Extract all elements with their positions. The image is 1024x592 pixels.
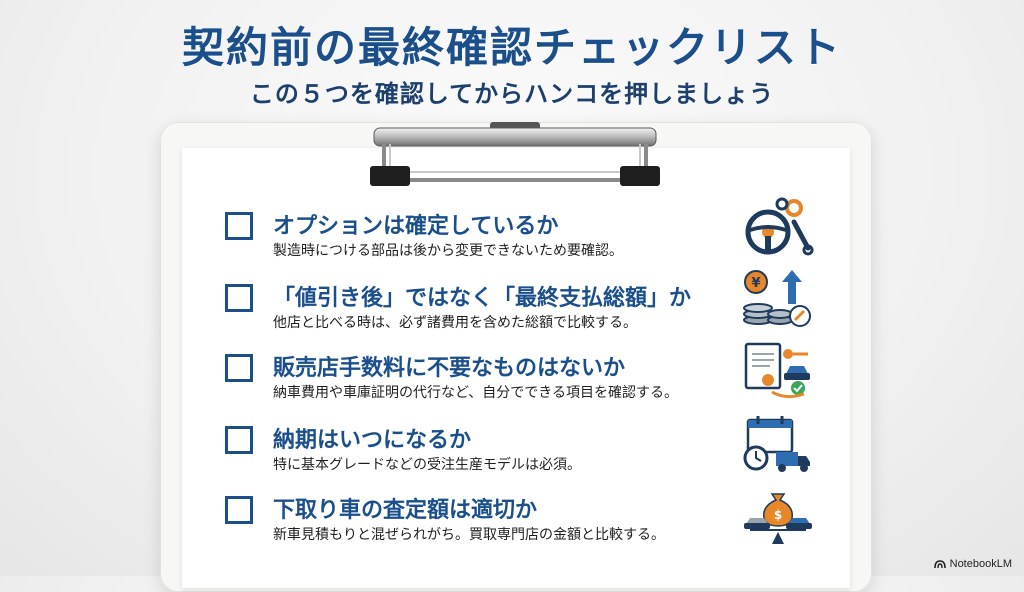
item-title: 販売店手数料に不要なものはないか <box>273 356 626 381</box>
svg-text:¥: ¥ <box>751 276 760 291</box>
checkbox[interactable] <box>225 284 253 312</box>
calendar-clock-truck-icon <box>743 416 810 472</box>
item-title: 下取り車の査定額は適切か <box>273 498 538 523</box>
item-description: 新車見積もりと混ぜられがち。買取専門店の金額と比較する。 <box>273 527 665 543</box>
checkbox[interactable] <box>225 354 253 382</box>
item-description: 特に基本グレードなどの受注生産モデルは必須。 <box>273 457 581 473</box>
checkbox[interactable] <box>225 212 253 240</box>
checklist-paper <box>182 148 850 588</box>
document-stamp-car-icon <box>744 342 810 399</box>
checklist-item: 販売店手数料に不要なものはないか 納車費用や車庫証明の代行など、自分でできる項目… <box>225 354 825 410</box>
page-title: 契約前の最終確認チェックリスト <box>181 23 842 72</box>
steering-wheel-gear-wrench-icon <box>745 197 814 256</box>
svg-text:$: $ <box>774 508 782 522</box>
checklist-item: 「値引き後」ではなく「最終支払総額」か 他店と比べる時は、必ず諸費用を含めた総額… <box>225 284 825 340</box>
item-description: 納車費用や車庫証明の代行など、自分でできる項目を確認する。 <box>273 385 679 401</box>
brand-watermark: NotebookLM <box>933 558 1012 570</box>
checklist-item: 下取り車の査定額は適切か 新車見積もりと混ぜられがち。買取専門店の金額と比較する… <box>225 496 825 552</box>
checklist-item: 納期はいつになるか 特に基本グレードなどの受注生産モデルは必須。 <box>225 426 825 482</box>
checkbox[interactable] <box>225 496 253 524</box>
money-bag-scale-cars-icon: $ <box>744 493 812 544</box>
notebooklm-logo-icon <box>933 559 946 568</box>
page-subtitle: この５つを確認してからハンコを押しましょう <box>249 80 775 108</box>
item-description: 製造時につける部品は後から変更できないため要確認。 <box>273 243 623 259</box>
item-title: 「値引き後」ではなく「最終支払総額」か <box>273 286 692 311</box>
clipboard-clip-icon <box>370 122 660 186</box>
checkbox[interactable] <box>225 426 253 454</box>
brand-label: NotebookLM <box>949 558 1012 570</box>
item-title: 納期はいつになるか <box>273 428 472 453</box>
yen-coins-arrow-icon: ¥ <box>743 270 811 327</box>
item-description: 他店と比べる時は、必ず諸費用を含めた総額で比較する。 <box>273 315 637 331</box>
checklist-item: オプションは確定しているか 製造時につける部品は後から変更できないため要確認。 <box>225 212 825 268</box>
item-title: オプションは確定しているか <box>273 214 559 239</box>
